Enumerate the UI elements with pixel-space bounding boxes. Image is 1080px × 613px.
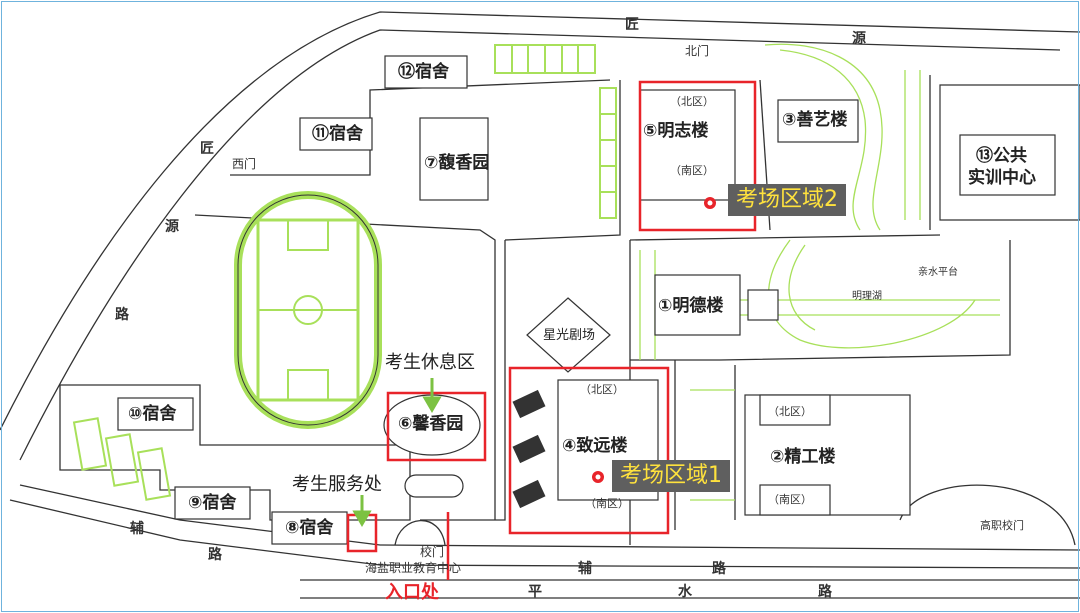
building-2-inner-s bbox=[759, 484, 831, 516]
road-label-west-yuan: 源 bbox=[165, 219, 179, 235]
building-10 bbox=[117, 397, 194, 431]
road-label-lu-1: 路 bbox=[208, 547, 222, 563]
zone1-label: 考场区域1 bbox=[612, 460, 730, 493]
building-9 bbox=[174, 486, 251, 520]
vocational-gate-curve bbox=[899, 484, 1076, 546]
building-12-label: ⑫宿舍 bbox=[398, 62, 449, 82]
bottom-road-line-2 bbox=[9, 499, 1080, 569]
building-3 bbox=[777, 99, 859, 143]
building-9-label: ⑨宿舍 bbox=[188, 493, 237, 513]
vocational-gate-label: 高职校门 bbox=[980, 519, 1024, 532]
building-5 bbox=[639, 89, 736, 201]
zone1-south-label: （南区） bbox=[585, 497, 629, 510]
theater-label: 星光剧场 bbox=[543, 328, 596, 343]
building-4-label: ④致远楼 bbox=[562, 436, 628, 456]
rest-area-annotation: 考生休息区 bbox=[385, 352, 475, 373]
building-8 bbox=[271, 511, 348, 545]
building-6-label: ⑥馨香园 bbox=[398, 414, 464, 434]
zone2-south-label: （南区） bbox=[670, 164, 714, 177]
west-gate-label: 西门 bbox=[232, 157, 257, 171]
zone1-north-label: （北区） bbox=[580, 383, 624, 396]
flag-marker-icon bbox=[592, 471, 604, 483]
arrow-down-icon bbox=[352, 510, 372, 527]
gate-curve bbox=[394, 520, 446, 546]
road-label-west-jiang: 匠 bbox=[200, 141, 214, 157]
lake-label: 明理湖 bbox=[852, 291, 882, 302]
road-label-yuan: 源 bbox=[852, 31, 866, 47]
road-label-ping: 平 bbox=[528, 584, 542, 600]
zone1-stairs bbox=[512, 389, 546, 509]
internal-road bbox=[504, 80, 621, 241]
building-13 bbox=[959, 134, 1056, 196]
sports-courts bbox=[72, 44, 617, 501]
north-gate-label: 北门 bbox=[685, 44, 710, 58]
road-label-west-lu: 路 bbox=[115, 307, 129, 323]
rest-area-highlight bbox=[386, 391, 487, 462]
road-label-fu-2: 辅 bbox=[578, 561, 592, 577]
lake-landscape bbox=[639, 43, 1000, 501]
road-label-shui: 水 bbox=[678, 584, 692, 600]
building-12 bbox=[384, 55, 468, 89]
building-7 bbox=[419, 117, 489, 201]
internal-road bbox=[629, 234, 941, 241]
building-10-label: ⑩宿舍 bbox=[128, 404, 177, 424]
building-1-stub bbox=[747, 289, 779, 321]
building-5-label: ⑤明志楼 bbox=[643, 121, 709, 141]
dorm-region bbox=[59, 384, 411, 521]
campus-inner-boundary bbox=[19, 29, 1061, 461]
zone1-highlight bbox=[508, 366, 670, 535]
service-kiosk bbox=[404, 474, 464, 498]
zone2-label: 考场区域2 bbox=[728, 184, 846, 217]
building-13-label-2: 实训中心 bbox=[968, 168, 1036, 188]
school-gate-label: 校门 bbox=[420, 545, 445, 559]
building-11-label: ⑪宿舍 bbox=[312, 124, 363, 144]
building-1 bbox=[654, 274, 741, 336]
flag-marker-icon bbox=[704, 197, 716, 209]
theater-building bbox=[526, 297, 611, 373]
school-name-label: 海盐职业教育中心 bbox=[365, 561, 462, 575]
building-2-north-label: （北区） bbox=[768, 405, 812, 418]
entrance-annotation: 入口处 bbox=[385, 582, 439, 603]
building-11 bbox=[299, 117, 373, 151]
building-2-inner-n bbox=[759, 394, 831, 426]
road-label-lu-2: 路 bbox=[712, 561, 726, 577]
road-label-lu-3: 路 bbox=[818, 584, 832, 600]
building-2-label: ②精工楼 bbox=[770, 447, 836, 467]
building-13-outline bbox=[939, 84, 1080, 221]
arrow-down-icon bbox=[422, 396, 442, 413]
building-7-label: ⑦馥香园 bbox=[424, 153, 490, 173]
zone2-highlight bbox=[638, 80, 757, 232]
pavilion-label: 亲水平台 bbox=[918, 267, 958, 278]
road-label-fu-1: 辅 bbox=[130, 521, 144, 537]
building-8-label: ⑧宿舍 bbox=[285, 518, 334, 538]
zone2-north-label: （北区） bbox=[670, 95, 714, 108]
service-annotation: 考生服务处 bbox=[292, 474, 382, 495]
building-2-south-label: （南区） bbox=[768, 493, 812, 506]
building-1-label: ①明德楼 bbox=[658, 296, 724, 316]
road-label-jiang: 匠 bbox=[625, 17, 639, 33]
campus-outer-boundary bbox=[0, 11, 1080, 431]
building-13-label-1: ⑬公共 bbox=[976, 146, 1027, 166]
athletic-field bbox=[234, 191, 382, 429]
building-3-label: ③善艺楼 bbox=[782, 110, 848, 130]
